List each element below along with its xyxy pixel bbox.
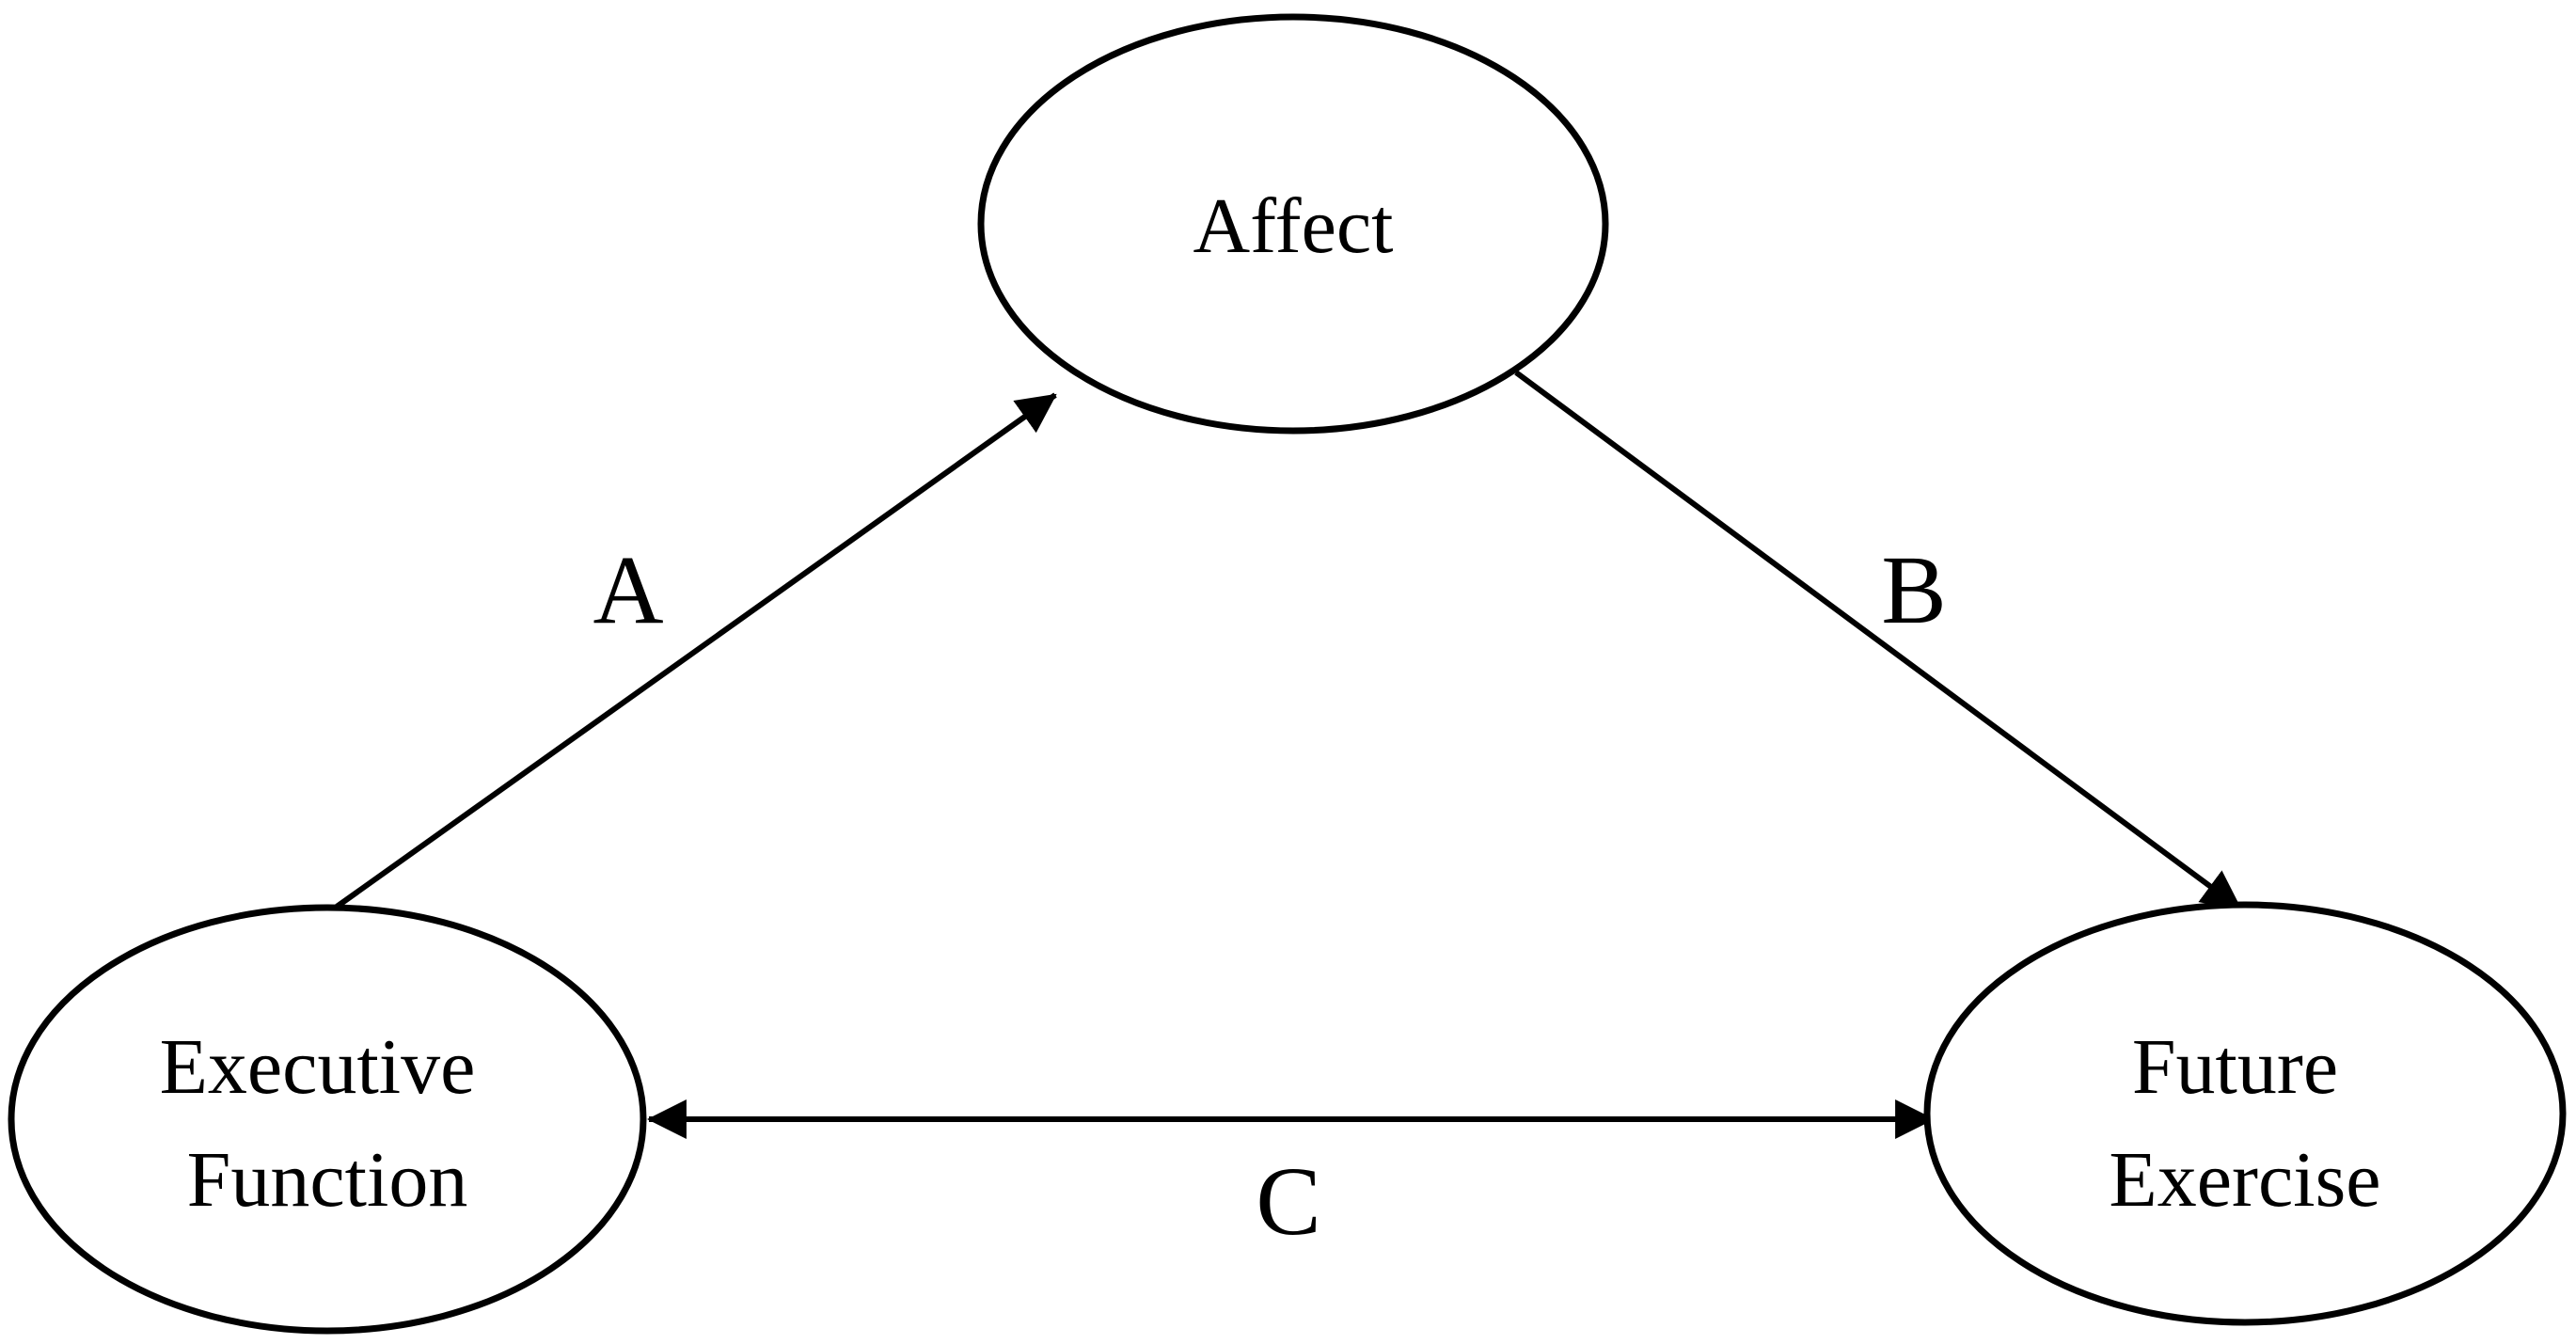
affect-node-label: Affect xyxy=(1193,182,1394,270)
edge-a-label: A xyxy=(593,536,663,644)
executive-function-node-label: Executive Function xyxy=(160,1023,496,1224)
executive-function-node xyxy=(8,904,647,1335)
edge-a-arrow xyxy=(335,392,1057,909)
edge-c-label: C xyxy=(1256,1147,1320,1256)
affect-node xyxy=(977,13,1609,435)
future-exercise-node-label: Future Exercise xyxy=(2109,1023,2380,1224)
future-exercise-node xyxy=(1923,901,2567,1326)
executive-function-label-line2: Function xyxy=(187,1136,468,1224)
executive-function-label-line1: Executive xyxy=(160,1023,476,1111)
future-exercise-label-line2: Exercise xyxy=(2109,1136,2380,1224)
edge-b-label: B xyxy=(1881,536,1946,644)
future-exercise-label-line1: Future xyxy=(2132,1023,2338,1111)
edge-b-arrow xyxy=(1514,370,2242,911)
